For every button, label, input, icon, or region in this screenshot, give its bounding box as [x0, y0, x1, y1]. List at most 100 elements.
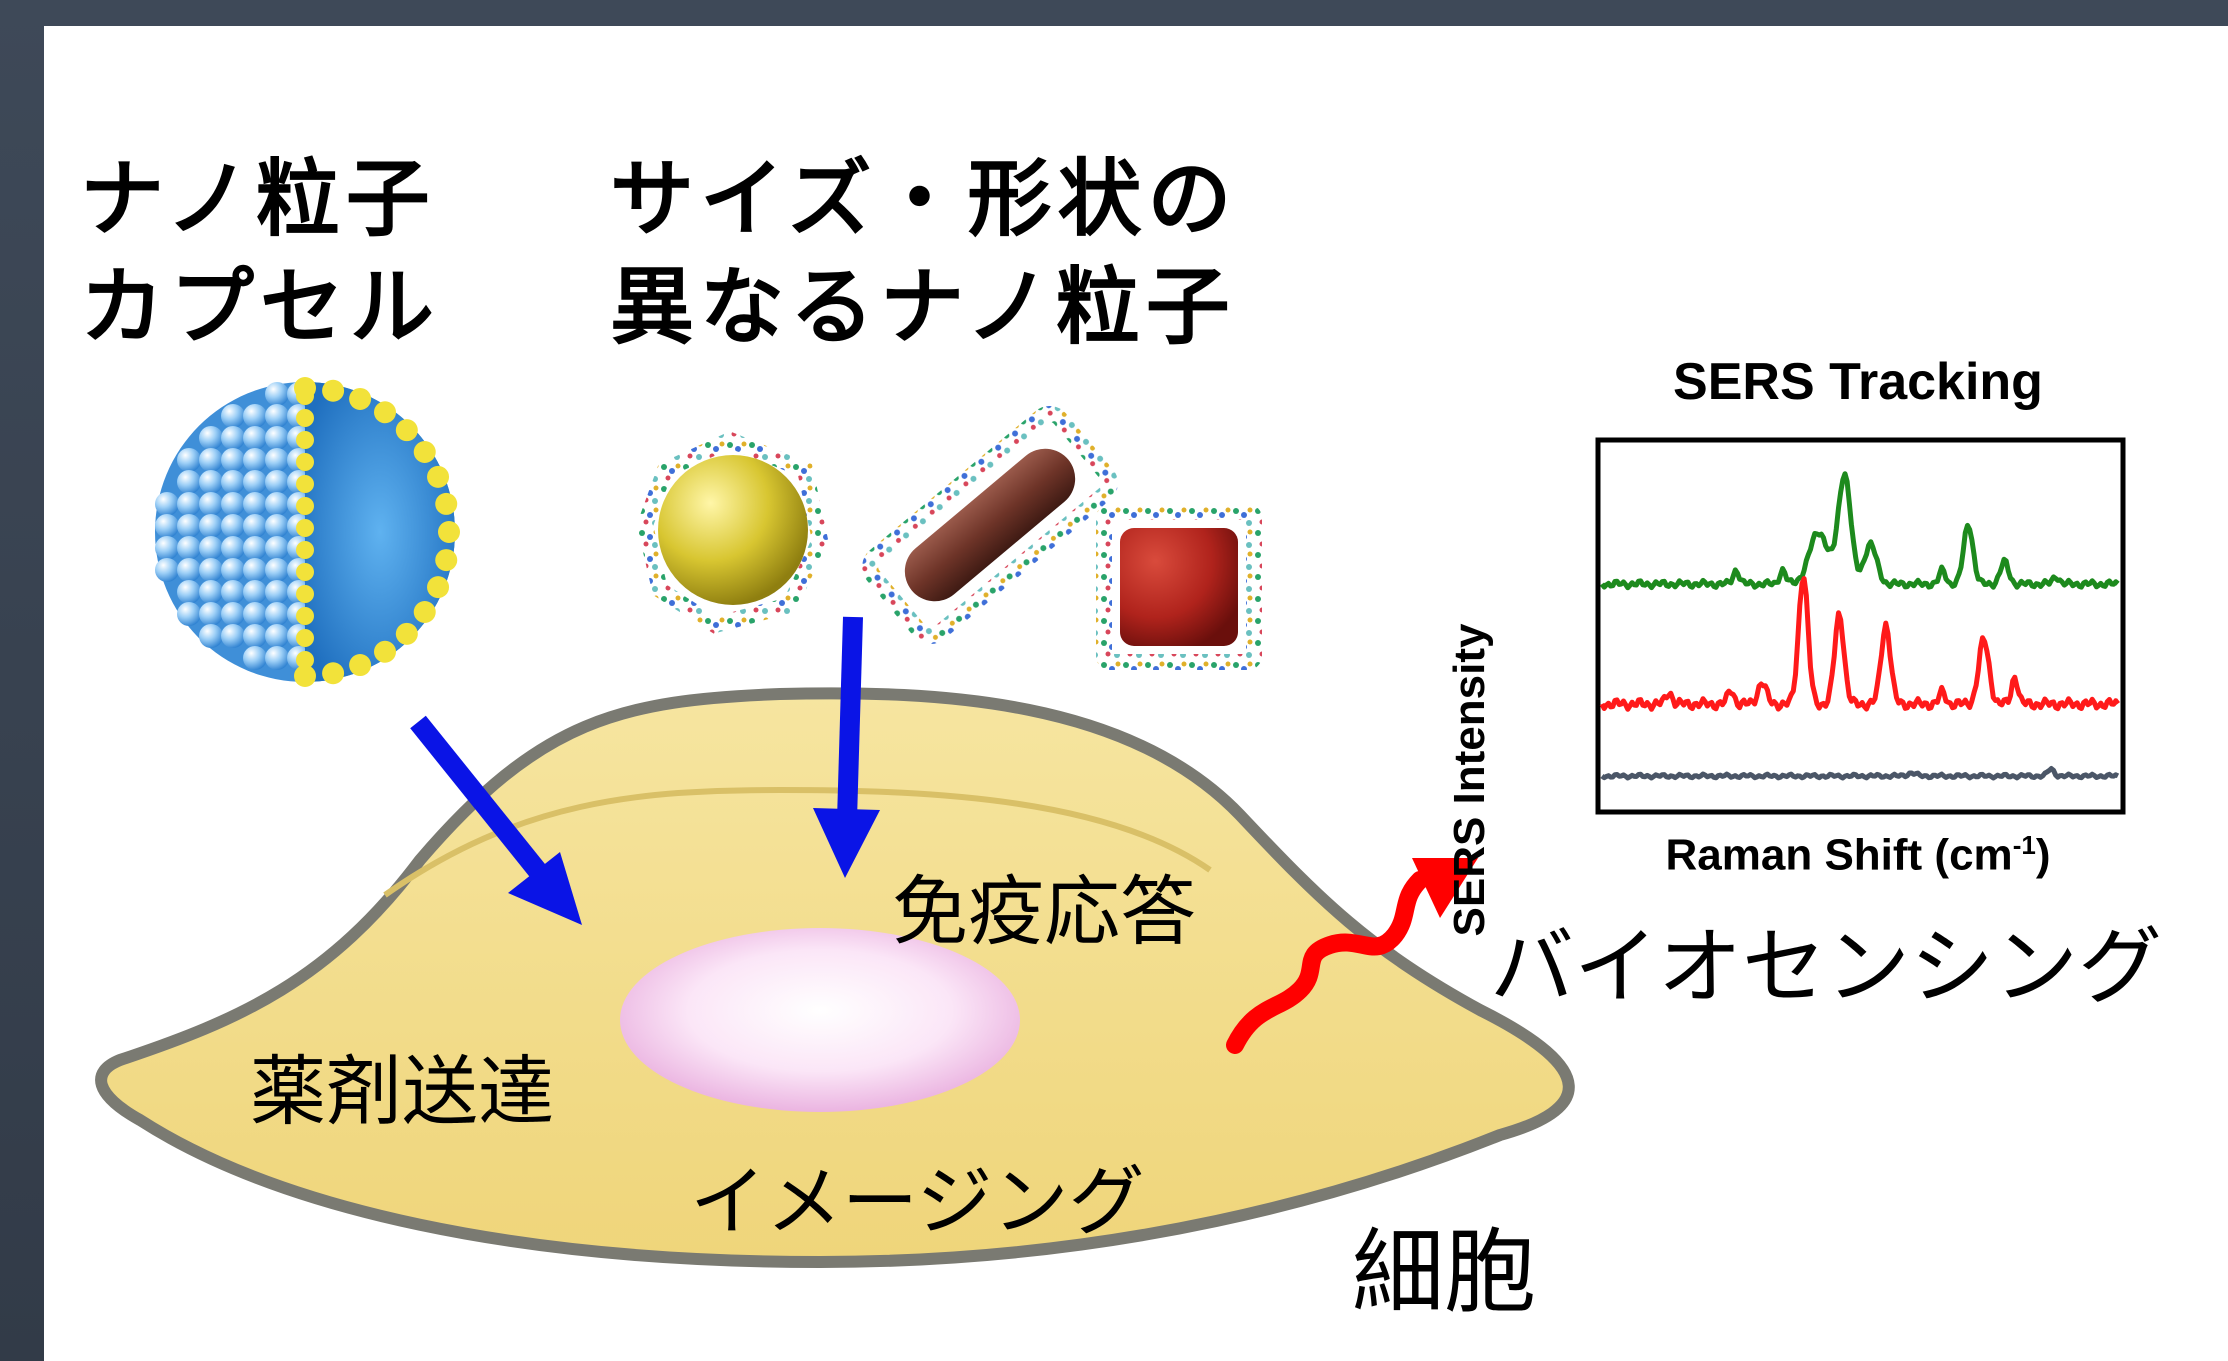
capsule-lipid-dot [296, 585, 314, 603]
sers-xlabel-sup: -1 [2012, 830, 2036, 860]
capsule-sphere [243, 404, 267, 428]
capsule-lipid-dot [296, 629, 314, 647]
capsule-lipid-dot [413, 601, 436, 624]
title-shaped-nanoparticles: サイズ・形状の 異なるナノ粒子 [610, 150, 1238, 356]
label-cell: 細胞 [1352, 1219, 1537, 1326]
spectrum-gray [1600, 766, 2120, 781]
capsule-sphere [177, 492, 201, 516]
capsule-sphere [265, 646, 289, 670]
arrow-biosensing [1226, 858, 1478, 1054]
capsule-lipid-dot [438, 521, 460, 543]
spectrum-green [1599, 471, 2120, 591]
capsule-lipid-dot [349, 654, 372, 677]
capsule-lipid-dot [435, 492, 458, 515]
capsule-sphere [243, 426, 267, 450]
capsule-lipid-dot [296, 563, 314, 581]
capsule-sphere [265, 470, 289, 494]
capsule-sphere [243, 558, 267, 582]
capsule-lipid-dot [296, 519, 314, 537]
capsule-lipid-dot [296, 651, 314, 669]
capsule-lipid-dot [395, 419, 418, 442]
sers-xlabel: Raman Shift (cm-1) [1598, 830, 2118, 881]
capsule-sphere [221, 536, 245, 560]
capsule-lipid-dot [296, 607, 314, 625]
title-nanocapsule: ナノ粒子 カプセル [80, 150, 441, 356]
capsule-sphere [177, 536, 201, 560]
capsule-sphere [243, 536, 267, 560]
capsule-sphere [221, 558, 245, 582]
capsule-lipid-dot [374, 640, 397, 663]
capsule-sphere [199, 624, 223, 648]
capsule-sphere [265, 536, 289, 560]
cube-nanoparticle-icon [1096, 504, 1262, 670]
capsule-lipid-dot [427, 465, 450, 488]
capsule-sphere [221, 624, 245, 648]
capsule-lipid-dot [294, 665, 316, 687]
capsule-sphere [177, 580, 201, 604]
sers-xlabel-main: Raman Shift (cm [1665, 830, 2013, 880]
capsule-lipid-dot [296, 431, 314, 449]
capsule-sphere [177, 448, 201, 472]
capsule-sphere [199, 470, 223, 494]
capsule-sphere [155, 492, 179, 516]
capsule-sphere [199, 580, 223, 604]
capsule-sphere [265, 580, 289, 604]
capsule-sphere [199, 602, 223, 626]
capsule-sphere [199, 448, 223, 472]
label-immune-response: 免疫応答 [892, 867, 1196, 956]
capsule-lipid-dot [427, 576, 450, 599]
capsule-sphere [177, 558, 201, 582]
capsule-lipid-dot [413, 440, 436, 463]
capsule-sphere [265, 492, 289, 516]
capsule-sphere [243, 448, 267, 472]
capsule-lipid-dot [296, 387, 314, 405]
spectrum-red [1599, 576, 2120, 712]
capsule-sphere [243, 470, 267, 494]
capsule-sphere [243, 624, 267, 648]
capsule-sphere [243, 580, 267, 604]
arrow-capsule-to-cell [410, 715, 582, 925]
capsule-sphere [221, 448, 245, 472]
capsule-sphere [177, 602, 201, 626]
capsule-sphere [199, 558, 223, 582]
sers-plot-frame [1595, 437, 2126, 815]
nucleus-icon [620, 928, 1020, 1112]
capsule-lipid-dot [296, 497, 314, 515]
capsule-lipid-dot [296, 453, 314, 471]
capsule-lipid-dot [395, 622, 418, 645]
capsule-lipid-dot [349, 387, 372, 410]
capsule-lipid-dot [296, 409, 314, 427]
arrow-particles-to-cell [813, 616, 880, 878]
rod-nanoparticle-icon [862, 406, 1118, 644]
capsule-lipid-dot [322, 662, 345, 685]
capsule-lipid-dot [374, 401, 397, 424]
label-imaging: イメージング [690, 1157, 1145, 1246]
capsule-sphere [265, 448, 289, 472]
capsule-sphere [265, 558, 289, 582]
sers-plot [1595, 437, 2126, 815]
capsule-sphere [155, 536, 179, 560]
capsule-sphere [177, 470, 201, 494]
capsule-sphere [265, 404, 289, 428]
capsule-sphere [221, 514, 245, 538]
capsule-sphere [243, 646, 267, 670]
capsule-sphere [177, 514, 201, 538]
capsule-sphere [221, 404, 245, 428]
capsule-lipid-dot [435, 549, 458, 572]
capsule-sphere [199, 426, 223, 450]
capsule-lipid-dot [296, 475, 314, 493]
capsule-sphere [199, 536, 223, 560]
sers-xlabel-close: ) [2035, 830, 2051, 880]
sers-ylabel: SERS Intensity [1445, 623, 1494, 937]
capsule-sphere [199, 514, 223, 538]
capsule-sphere [199, 492, 223, 516]
capsule-sphere [221, 580, 245, 604]
capsule-sphere [265, 602, 289, 626]
capsule-sphere [221, 470, 245, 494]
capsule-sphere [243, 492, 267, 516]
label-biosensing: バイオセンシング [1490, 918, 2163, 1016]
label-drug-delivery: 薬剤送達 [250, 1047, 554, 1136]
capsule-sphere [265, 382, 289, 406]
sers-title: SERS Tracking [1673, 353, 2043, 411]
